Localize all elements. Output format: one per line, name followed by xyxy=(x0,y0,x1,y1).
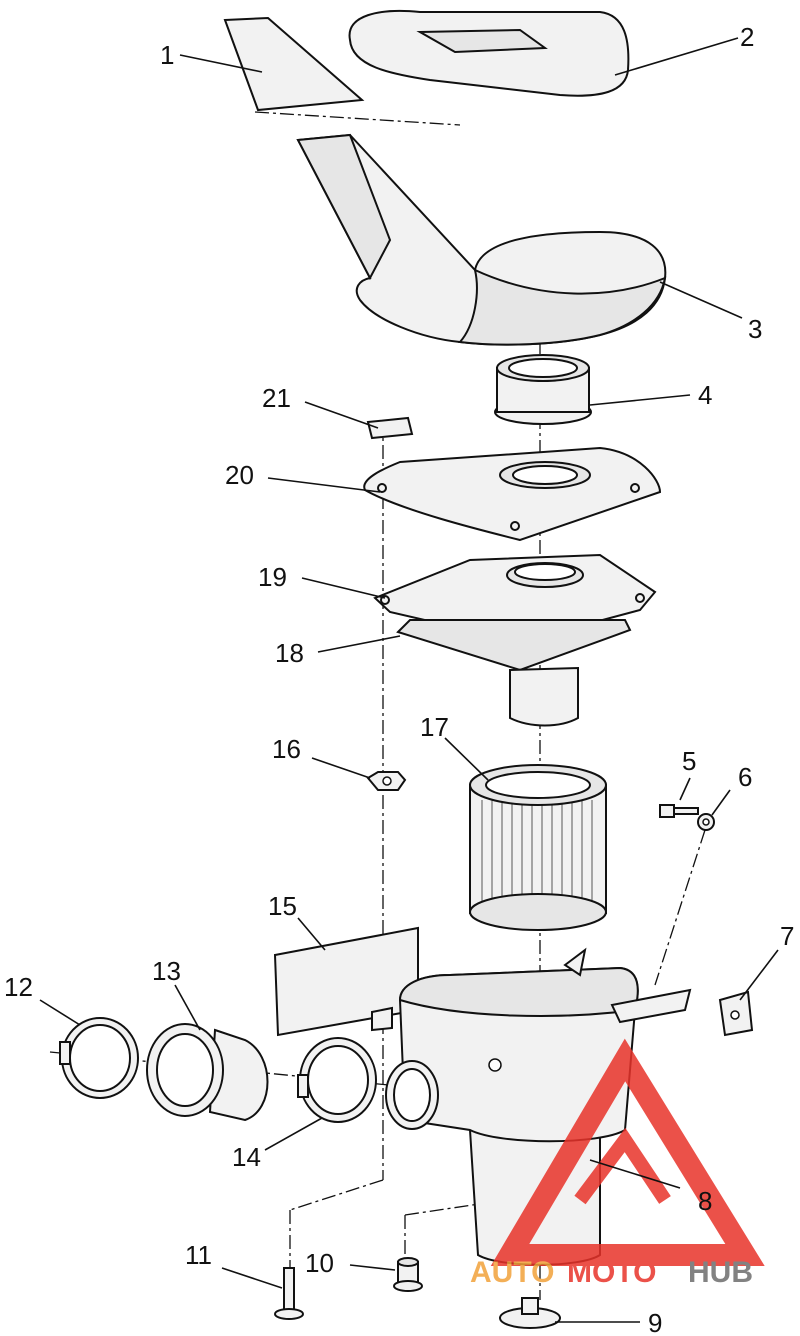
part-6-washer xyxy=(697,813,715,831)
callout-5: 5 xyxy=(682,746,696,776)
part-10-grommet xyxy=(393,1257,423,1292)
watermark-text-hub: HUB xyxy=(688,1256,753,1289)
part-18-gasket xyxy=(396,619,632,672)
callout-3: 3 xyxy=(748,314,762,344)
callout-13: 13 xyxy=(152,956,181,986)
part-5-bolt xyxy=(659,804,699,818)
part-3-intake-snorkel xyxy=(296,133,667,346)
callout-11: 11 xyxy=(185,1240,212,1270)
callout-20: 20 xyxy=(225,460,254,490)
part-11-screw xyxy=(274,1267,304,1320)
leader-lines xyxy=(39,37,779,1323)
callout-21: 21 xyxy=(262,383,291,413)
callout-9: 9 xyxy=(648,1308,662,1336)
part-17-filter-element xyxy=(469,764,607,931)
callout-numbers: 1 2 3 4 5 6 7 8 9 10 11 12 13 14 15 16 1… xyxy=(4,22,794,1336)
part-2-cover xyxy=(348,9,630,97)
callout-19: 19 xyxy=(258,562,287,592)
part-4-coupler xyxy=(494,354,592,425)
callout-12: 12 xyxy=(4,972,33,1002)
watermark-text-auto: AUTO xyxy=(470,1256,554,1289)
callout-8: 8 xyxy=(698,1186,712,1216)
callout-10: 10 xyxy=(305,1248,334,1278)
part-16-nut xyxy=(366,771,407,791)
part-13-intake-tube xyxy=(146,1023,269,1122)
callout-2: 2 xyxy=(740,22,754,52)
callout-4: 4 xyxy=(698,380,712,410)
callout-6: 6 xyxy=(738,762,752,792)
part-1-flap xyxy=(223,16,365,112)
callout-18: 18 xyxy=(275,638,304,668)
callout-1: 1 xyxy=(160,40,174,70)
part-20-cover-plate xyxy=(363,446,662,542)
part-14-clamp xyxy=(297,1037,377,1123)
part-7-bracket xyxy=(718,990,754,1037)
callout-16: 16 xyxy=(272,734,301,764)
watermark-triangle-icon xyxy=(490,1038,765,1266)
callout-14: 14 xyxy=(232,1142,261,1172)
housing-outlet-tube xyxy=(509,666,579,727)
part-15-label xyxy=(273,926,419,1037)
watermark-text-moto: MOTO xyxy=(567,1256,656,1289)
callout-17: 17 xyxy=(420,712,449,742)
part-12-clamp xyxy=(59,1017,139,1099)
callout-15: 15 xyxy=(268,891,297,921)
callout-7: 7 xyxy=(780,921,794,951)
part-21-clip xyxy=(366,416,414,440)
part-9-drain-plug xyxy=(499,1297,561,1329)
